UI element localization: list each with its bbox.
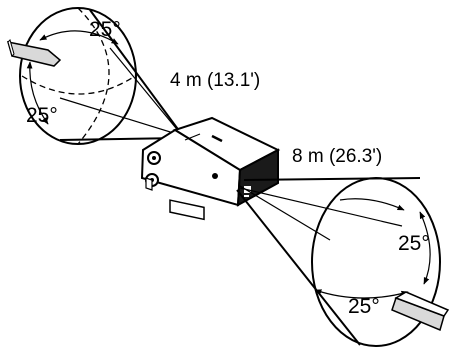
rear-reception-cone xyxy=(19,7,183,145)
front-reception-cone xyxy=(236,177,441,347)
remote-control-front-icon xyxy=(391,291,450,332)
front-angle-bottom-label: 25° xyxy=(348,295,380,318)
remote-control-rear-icon xyxy=(6,39,62,67)
front-angle-right-label: 25° xyxy=(398,232,430,255)
projector-icon xyxy=(140,116,281,221)
front-distance-label: 8 m (26.3') xyxy=(292,146,383,167)
rear-angle-top-label: 25° xyxy=(89,18,121,41)
rear-angle-bottom-label: 25° xyxy=(26,104,58,127)
rear-distance-label: 4 m (13.1') xyxy=(170,70,261,91)
